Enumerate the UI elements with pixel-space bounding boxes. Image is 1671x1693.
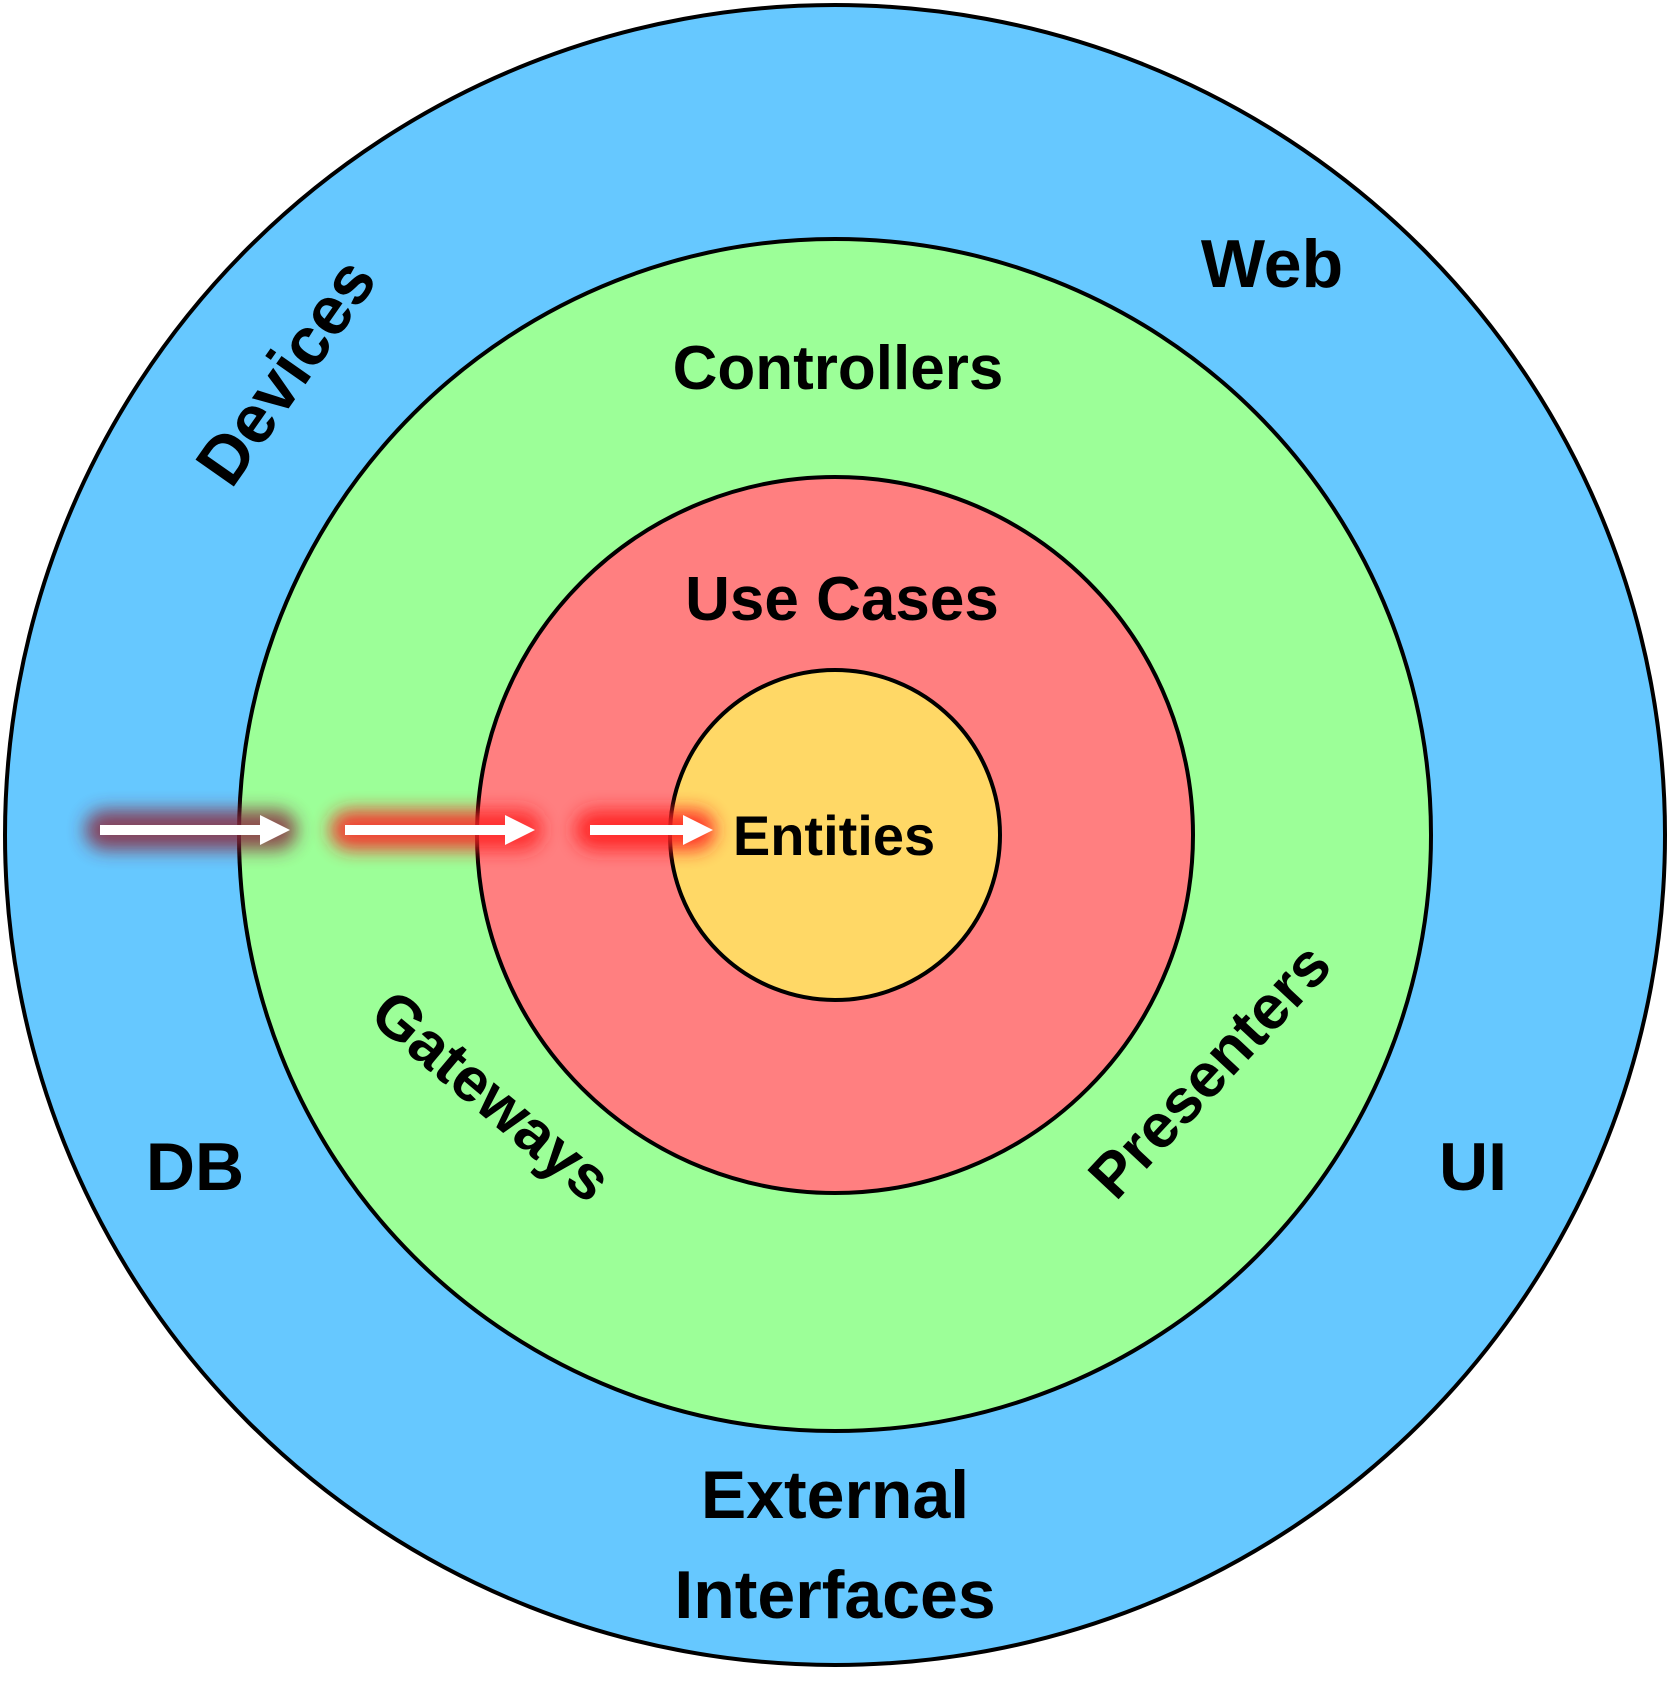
arrow-right-icon: [345, 815, 535, 845]
arrow-right-icon: [100, 815, 290, 845]
label-use-cases: Use Cases: [685, 565, 999, 634]
arrow-adapters-to-use-cases: [330, 810, 542, 850]
arrow-right-icon: [590, 815, 713, 845]
label-external-line1: External: [701, 1457, 969, 1533]
label-db: DB: [146, 1129, 244, 1205]
label-ui: UI: [1439, 1129, 1507, 1205]
dependency-arrows: [85, 810, 715, 850]
label-controllers: Controllers: [673, 334, 1004, 403]
label-entities: Entities: [733, 804, 935, 867]
arrow-use-cases-to-entities: [575, 810, 715, 850]
label-external-line2: Interfaces: [674, 1557, 995, 1633]
arrow-outer-to-adapters: [85, 810, 297, 850]
label-web: Web: [1201, 226, 1343, 302]
